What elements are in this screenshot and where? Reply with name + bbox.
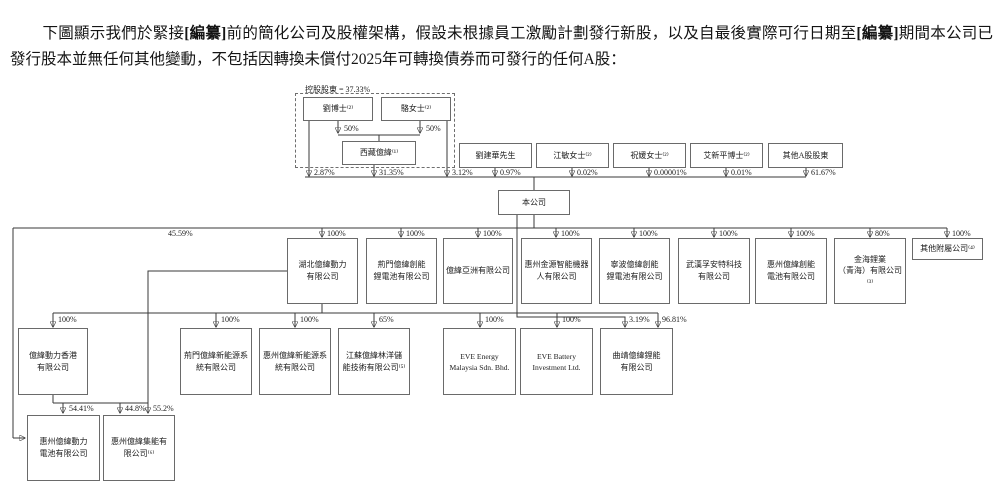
redacted-tag: [編纂]	[184, 24, 227, 42]
pct-liu-tibet: 50%	[344, 124, 359, 133]
pct-liujianhua-company: 0.97%	[500, 168, 521, 177]
pct-zhuyuan-company: 0.00001%	[654, 168, 687, 177]
controlling-shareholder-label: 控股股東 = 37.33%	[305, 85, 371, 94]
pct-hubei-jineng: 55.2%	[153, 404, 174, 413]
pct-company-hubei: 100%	[327, 229, 346, 238]
node-eve-power-hk: 億緯動力香港 有限公司	[18, 328, 88, 395]
node-huizhou-eve-chuangneng: 惠州億緯創能 電池有限公司	[755, 238, 827, 304]
pct-company-wuhan: 100%	[719, 229, 738, 238]
node-the-company: 本公司	[498, 190, 570, 215]
node-dr-liu: 劉博士⁽²⁾	[303, 97, 373, 121]
node-eve-energy-malaysia: EVE Energy Malaysia Sdn. Bhd.	[443, 328, 516, 395]
controlling-shareholder-group-box	[295, 93, 455, 168]
node-jinhai-lithium-qinghai: 金海鋰業 （青海）有限公司⁽³⁾	[834, 238, 906, 304]
node-eve-asia: 億緯亞洲有限公司	[443, 238, 513, 304]
node-huizhou-jinyuan-robot: 惠州金源智能機器 人有限公司	[521, 238, 592, 304]
paragraph-text: 下圖顯示我們於緊接	[42, 24, 185, 42]
node-huizhou-eve-jineng: 惠州億緯集能有 限公司⁽⁶⁾	[103, 415, 175, 481]
node-jiangsu-eve-linyang: 江蘇億緯林洋儲 能技術有限公司⁽⁵⁾	[338, 328, 410, 395]
intro-paragraph: 下圖顯示我們於緊接[編纂]前的簡化公司及股權架構，假設未根據員工激勵計劃發行新股…	[10, 21, 993, 74]
pct-company-othersubs: 100%	[952, 229, 971, 238]
node-jingmen-eve-new-energy: 荊門億緯新能源系 統有限公司	[180, 328, 252, 395]
pct-company-powerbattery-direct: 45.59%	[168, 229, 193, 238]
paragraph-text: 期間本公司已發行股本並無任何其他變動，不包括因轉換未償付2025年可轉換債券而可…	[10, 24, 993, 69]
pct-tibet-company: 31.35%	[379, 168, 404, 177]
pct-hubei-hk: 100%	[58, 315, 77, 324]
pct-hubei-qujing: 96.81%	[662, 315, 687, 324]
node-jiang-min: 江敏女士⁽²⁾	[536, 143, 609, 168]
pct-hubei-huizhouxny: 100%	[300, 315, 319, 324]
pct-company-jingmenli: 100%	[406, 229, 425, 238]
node-ningbo-eve-chuangneng: 寧波億緯創能 鋰電池有限公司	[599, 238, 670, 304]
node-other-a-shareholders: 其他A股股東	[768, 143, 843, 168]
pct-othera-company: 61.67%	[811, 168, 836, 177]
node-qujing-eve: 曲靖億緯鋰能 有限公司	[600, 328, 673, 395]
node-ai-xinping: 艾新平博士⁽²⁾	[690, 143, 763, 168]
pct-company-chuangneng: 100%	[796, 229, 815, 238]
pct-hubei-jingmenxny: 100%	[221, 315, 240, 324]
pct-hk-jineng: 44.8%	[125, 404, 146, 413]
pct-hk-powerbattery: 54.41%	[69, 404, 94, 413]
node-tibet-eve: 西藏億緯⁽¹⁾	[342, 141, 416, 165]
pct-company-qujing: 3.19%	[629, 315, 650, 324]
node-hubei-eve-power: 湖北億緯動力 有限公司	[287, 238, 358, 304]
node-jingmen-eve-chuangneng: 荊門億緯創能 鋰電池有限公司	[366, 238, 437, 304]
pct-hubei-jiangsu: 65%	[379, 315, 394, 324]
pct-luo-tibet: 50%	[426, 124, 441, 133]
node-wuhan-fuante: 武漢孚安特科技 有限公司	[678, 238, 750, 304]
pct-luo-company: 3.12%	[452, 168, 473, 177]
node-eve-battery-investment: EVE Battery Investment Ltd.	[520, 328, 593, 395]
pct-company-ningbo: 100%	[639, 229, 658, 238]
pct-hubei-malaysia: 100%	[485, 315, 504, 324]
pct-company-jinhai: 80%	[875, 229, 890, 238]
pct-company-eveasia: 100%	[483, 229, 502, 238]
pct-jiangmin-company: 0.02%	[577, 168, 598, 177]
redacted-tag: [編纂]	[856, 24, 899, 42]
pct-liu-company: 2.87%	[314, 168, 335, 177]
pct-company-jinyuan: 100%	[561, 229, 580, 238]
node-huizhou-eve-power-battery: 惠州億緯動力 電池有限公司	[27, 415, 100, 481]
paragraph-text: 前的簡化公司及股權架構，假設未根據員工激勵計劃發行新股，以及自最後實際可行日期至	[226, 24, 857, 42]
node-ms-luo: 駱女士⁽²⁾	[381, 97, 451, 121]
pct-aixinping-company: 0.01%	[731, 168, 752, 177]
node-zhu-yuan: 祝媛女士⁽²⁾	[613, 143, 686, 168]
node-liu-jianhua: 劉建華先生	[459, 143, 532, 168]
node-huizhou-eve-new-energy: 惠州億緯新能源系 統有限公司	[259, 328, 331, 395]
pct-hubei-batteryinv: 100%	[562, 315, 581, 324]
node-other-subsidiaries: 其他附屬公司⁽⁴⁾	[912, 238, 983, 260]
